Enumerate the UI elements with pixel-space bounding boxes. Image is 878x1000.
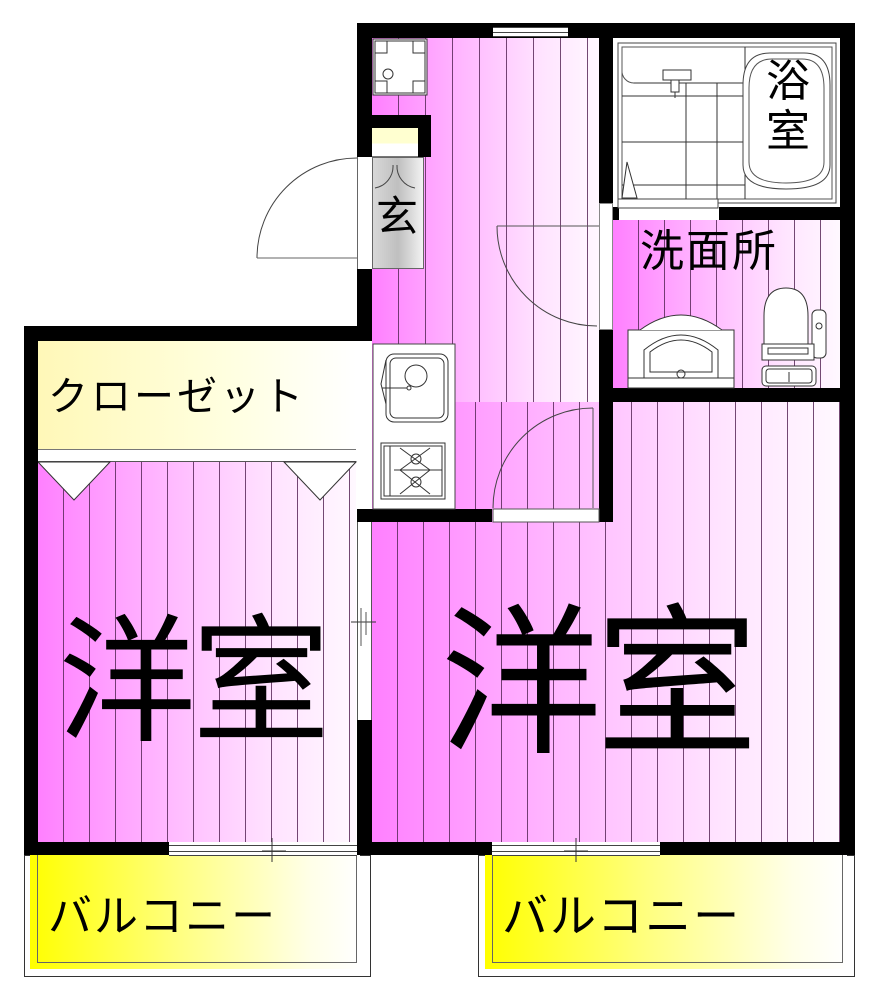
wall: [660, 842, 855, 855]
window-top: [493, 27, 568, 37]
wall: [24, 326, 372, 341]
washbasin-icon: [627, 314, 735, 389]
bathtub-icon: [742, 52, 831, 190]
closet-folding-door-icon: [36, 461, 358, 501]
balcony-left-label: バルコニー: [48, 891, 278, 942]
closet: [38, 341, 356, 450]
wall: [357, 269, 372, 341]
western-room-left-floor: [38, 462, 356, 842]
western-room-right-label: 洋室: [440, 591, 758, 779]
refrigerator-space-icon: [372, 38, 428, 96]
shoe-cabinet: [372, 128, 418, 157]
wall: [24, 842, 169, 855]
closet-label: クローゼット: [48, 374, 306, 420]
wall: [418, 115, 431, 157]
wall: [357, 509, 372, 522]
entrance-door-frame: [357, 157, 372, 269]
bathroom-label-line1: 浴: [766, 56, 810, 107]
wall: [357, 842, 492, 855]
gas-stove-icon: [380, 442, 446, 500]
wall: [357, 115, 431, 128]
balcony-left: [30, 855, 360, 969]
wall: [840, 23, 855, 855]
wall: [719, 207, 855, 220]
balcony-right-railing: [492, 855, 843, 963]
entrance-label: 玄: [376, 192, 419, 241]
wall: [599, 388, 855, 402]
washroom-opening: [599, 203, 613, 330]
wall: [357, 509, 492, 522]
bathroom-label: 浴 室: [760, 60, 816, 154]
wall: [599, 330, 613, 522]
western-room-left-label: 洋室: [58, 602, 330, 763]
bathroom-label-line2: 室: [766, 106, 810, 157]
sliding-door-middle[interactable]: [357, 522, 372, 720]
closet-door-track: [38, 450, 356, 462]
wall: [599, 23, 613, 203]
wall: [24, 326, 38, 855]
washroom-label: 洗面所: [640, 226, 778, 277]
balcony-right-label: バルコニー: [502, 889, 742, 943]
balcony-right: [485, 855, 847, 969]
toilet-icon: [761, 287, 827, 387]
balcony-left-railing: [37, 855, 357, 963]
wall: [357, 720, 372, 855]
entrance: [372, 157, 424, 269]
